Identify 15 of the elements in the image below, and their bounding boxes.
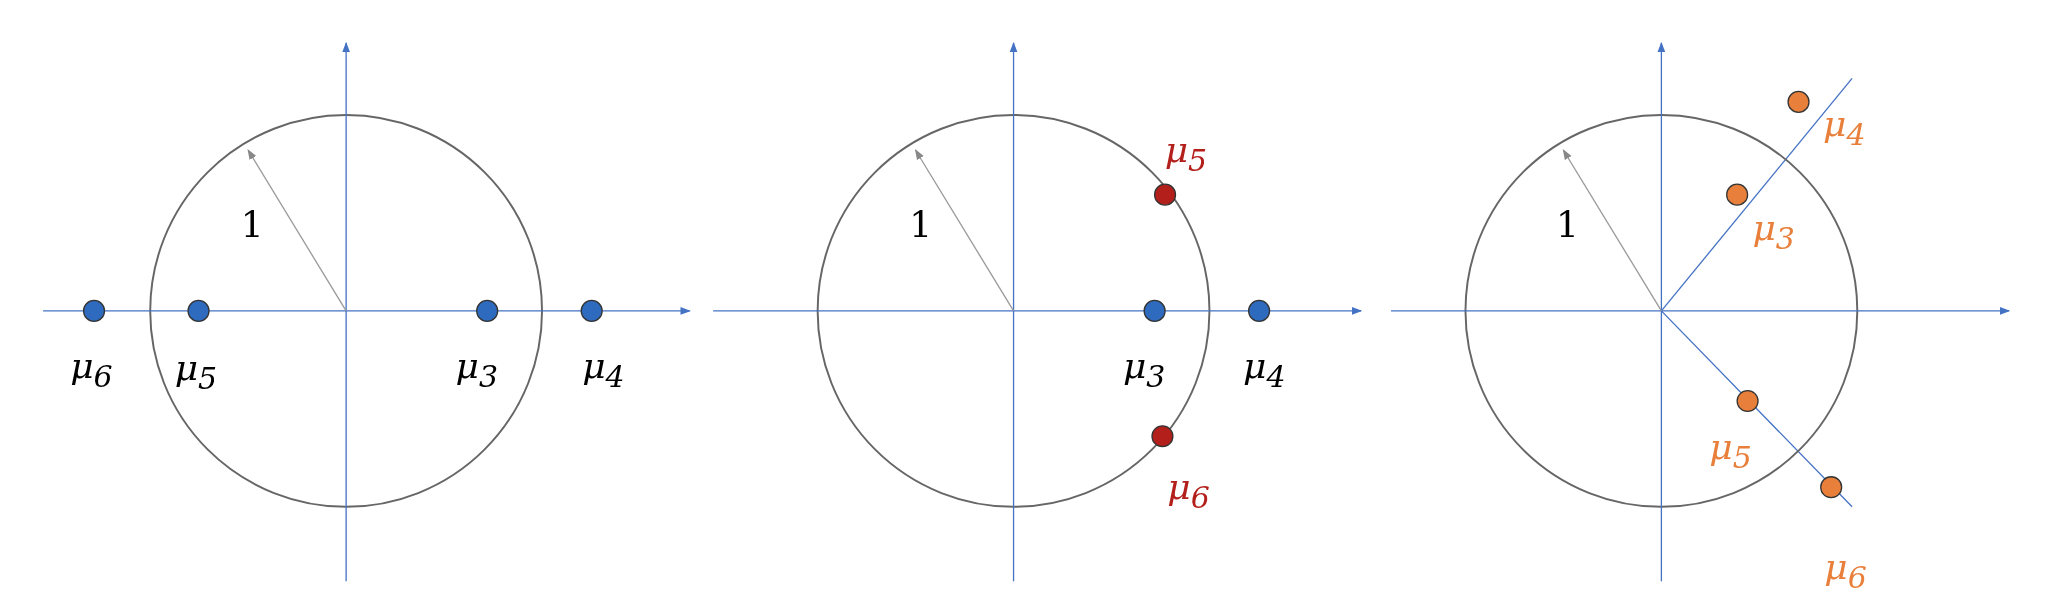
point-label: μ$_{4}$ bbox=[582, 348, 625, 392]
point-label: μ$_{3}$ bbox=[1122, 348, 1166, 392]
point-label: μ$_{5}$ bbox=[174, 350, 218, 394]
point-label: μ$_{4}$ bbox=[1243, 348, 1286, 392]
point-label: μ$_{6}$ bbox=[1824, 549, 1867, 593]
point-label: μ$_{6}$ bbox=[70, 348, 113, 392]
radius-label: 1 bbox=[240, 206, 264, 243]
point-label: μ$_{5}$ bbox=[1709, 429, 1752, 473]
point-label: μ$_{3}$ bbox=[1752, 210, 1795, 255]
radius-label: 1 bbox=[1555, 206, 1579, 243]
radius-label: 1 bbox=[909, 206, 933, 243]
point-label: μ$_{4}$ bbox=[1823, 106, 1866, 150]
point-label: μ$_{3}$ bbox=[455, 348, 498, 392]
point-label: μ$_{6}$ bbox=[1167, 469, 1210, 513]
point-label: μ$_{5}$ bbox=[1164, 132, 1208, 176]
